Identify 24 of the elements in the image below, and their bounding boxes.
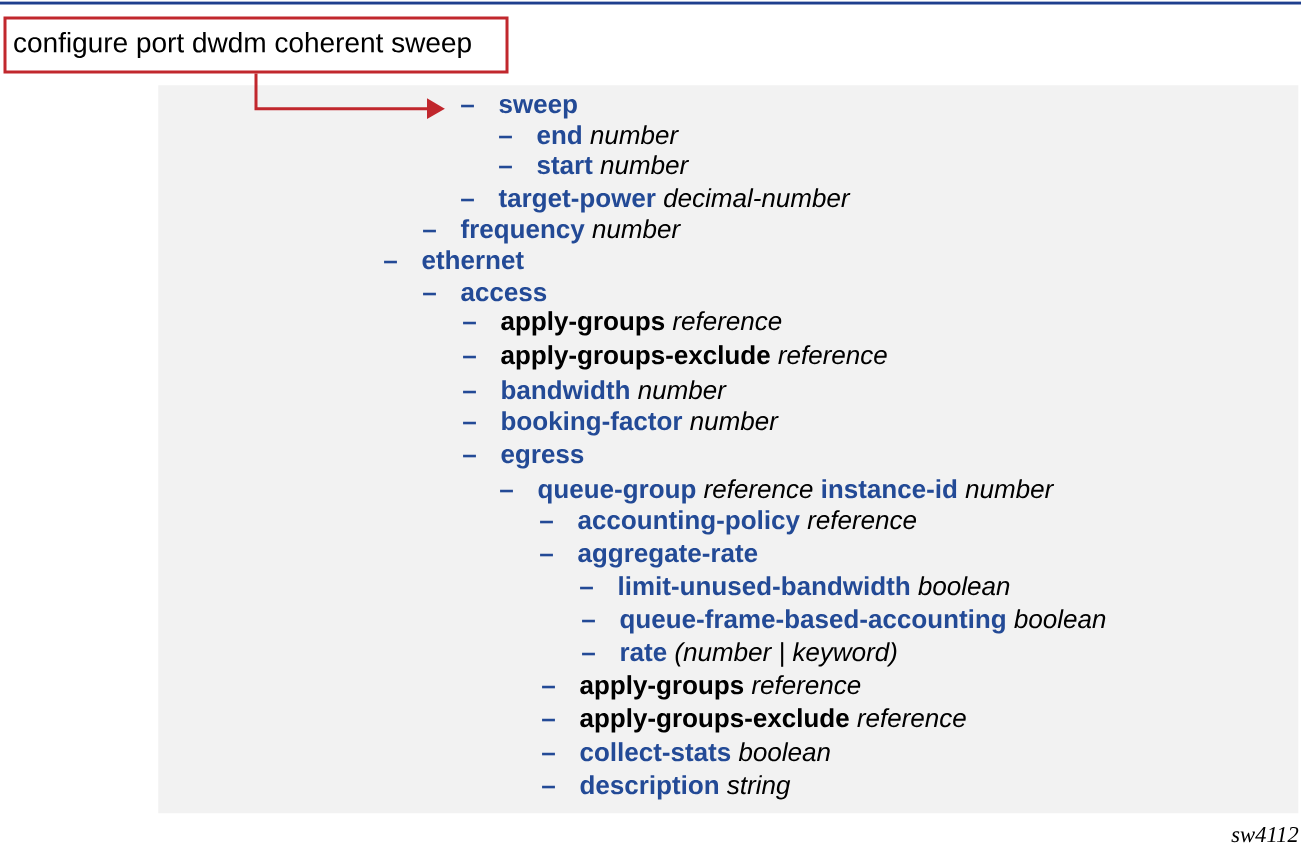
tree-item: – target-power decimal-number [461, 188, 851, 213]
tree-item: – access [423, 287, 547, 302]
tree-item: – ethernet [384, 250, 524, 270]
tree-item: – rate (number | keyword) [582, 642, 897, 667]
tree-item: – description string [542, 775, 791, 800]
tree-item: – egress [463, 449, 584, 469]
figure-id: sw4112 [1231, 827, 1299, 843]
tree-item: – apply-groups-exclude reference [542, 708, 966, 733]
tree-item: – queue-group reference instance-id number [500, 479, 1055, 504]
tree-item: – bandwidth number [463, 380, 727, 400]
tree-item: – queue-frame-based-accounting boolean [582, 609, 1106, 634]
tree-item: – aggregate-rate [540, 545, 758, 568]
tree-item: – end number [499, 125, 679, 145]
tree-item: – apply-groups reference [463, 311, 782, 336]
tree-item: – limit-unused-bandwidth boolean [580, 576, 1010, 596]
tree-item: – apply-groups reference [542, 675, 861, 700]
tree-item: – booking-factor number [463, 411, 779, 436]
tree-item: – sweep [461, 98, 577, 119]
tree-item: – accounting-policy reference [540, 510, 917, 535]
tree-item: – collect-stats boolean [542, 742, 830, 762]
tree-item: – apply-groups-exclude reference [463, 345, 887, 370]
tree-item: – frequency number [423, 219, 681, 244]
command-box: configure port dwdm coherent sweep [3, 16, 509, 74]
tree-item: – start number [499, 155, 690, 175]
